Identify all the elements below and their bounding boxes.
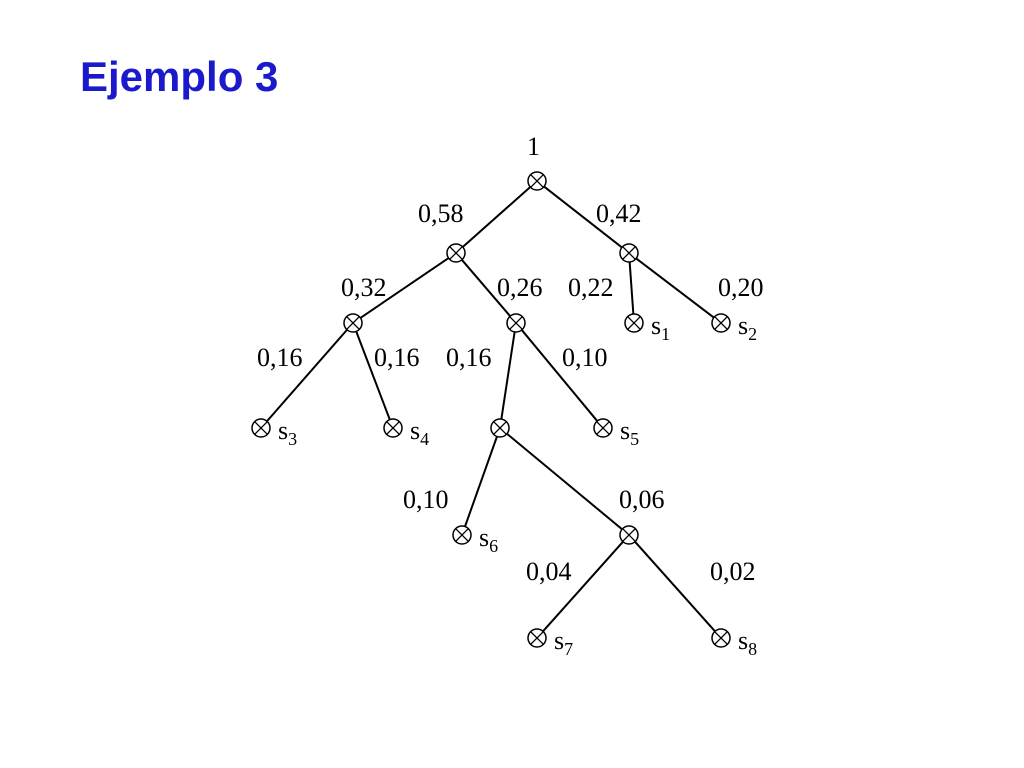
tree-edge-e11 — [464, 436, 498, 527]
edge-probability-label: 0,32 — [341, 273, 387, 302]
leaf-symbol-label: s1 — [651, 311, 670, 344]
tree-edge-e14 — [634, 541, 716, 632]
edge-probability-label: 0,16 — [446, 343, 492, 372]
tree-node-n4 — [506, 313, 526, 333]
tree-node-n1 — [446, 243, 466, 263]
edge-probability-label: 0,42 — [596, 199, 642, 228]
tree-edge-e4 — [461, 259, 511, 317]
edge-probability-label: 0,16 — [257, 343, 303, 372]
tree-edge-e1 — [462, 186, 531, 248]
tree-edge-e10 — [520, 329, 599, 422]
tree-node-s6 — [452, 525, 472, 545]
leaf-symbol-label: s7 — [554, 626, 573, 659]
tree-edge-e8 — [355, 331, 391, 420]
leaf-symbol-label: s5 — [620, 416, 639, 449]
tree-node-s4 — [383, 418, 403, 438]
leaf-symbol-label: s3 — [278, 416, 297, 449]
edge-probability-label: 0,58 — [418, 199, 464, 228]
tree-node-n6 — [619, 525, 639, 545]
edge-probability-label: 0,02 — [710, 557, 756, 586]
tree-node-n2 — [619, 243, 639, 263]
tree-node-s2 — [711, 313, 731, 333]
tree-edge-e7 — [266, 329, 348, 422]
tree-edge-e2 — [543, 185, 623, 249]
tree-node-n5 — [490, 418, 510, 438]
tree-edge-e5 — [628, 261, 635, 315]
leaf-symbol-label: s4 — [410, 416, 429, 449]
tree-edge-e6 — [635, 257, 715, 319]
edge-probability-label: 0,10 — [403, 485, 449, 514]
tree-node-n0 — [527, 171, 547, 191]
edge-probability-label: 0,26 — [497, 273, 543, 302]
tree-node-s7 — [527, 628, 547, 648]
tree-node-s3 — [251, 418, 271, 438]
leaf-symbol-label: s6 — [479, 523, 498, 556]
tree-node-s1 — [624, 313, 644, 333]
edge-probability-label: 0,22 — [568, 273, 614, 302]
edge-probability-label: 0,16 — [374, 343, 420, 372]
edge-probability-label: 0,10 — [562, 343, 608, 372]
edge-probability-label: 0,06 — [619, 485, 665, 514]
tree-edge-e12 — [506, 432, 623, 531]
slide-title: Ejemplo 3 — [80, 53, 279, 100]
leaf-symbol-label: s2 — [738, 311, 757, 344]
root-probability-label: 1 — [527, 132, 540, 161]
tree-node-s5 — [593, 418, 613, 438]
edge-probability-label: 0,20 — [718, 273, 764, 302]
leaf-symbol-label: s8 — [738, 626, 757, 659]
edge-probability-label: 0,04 — [526, 557, 572, 586]
tree-edge-e3 — [359, 257, 450, 319]
tree-edge-e9 — [500, 331, 516, 420]
tree-edge-e13 — [542, 541, 624, 632]
tree-node-s8 — [711, 628, 731, 648]
tree-node-n3 — [343, 313, 363, 333]
